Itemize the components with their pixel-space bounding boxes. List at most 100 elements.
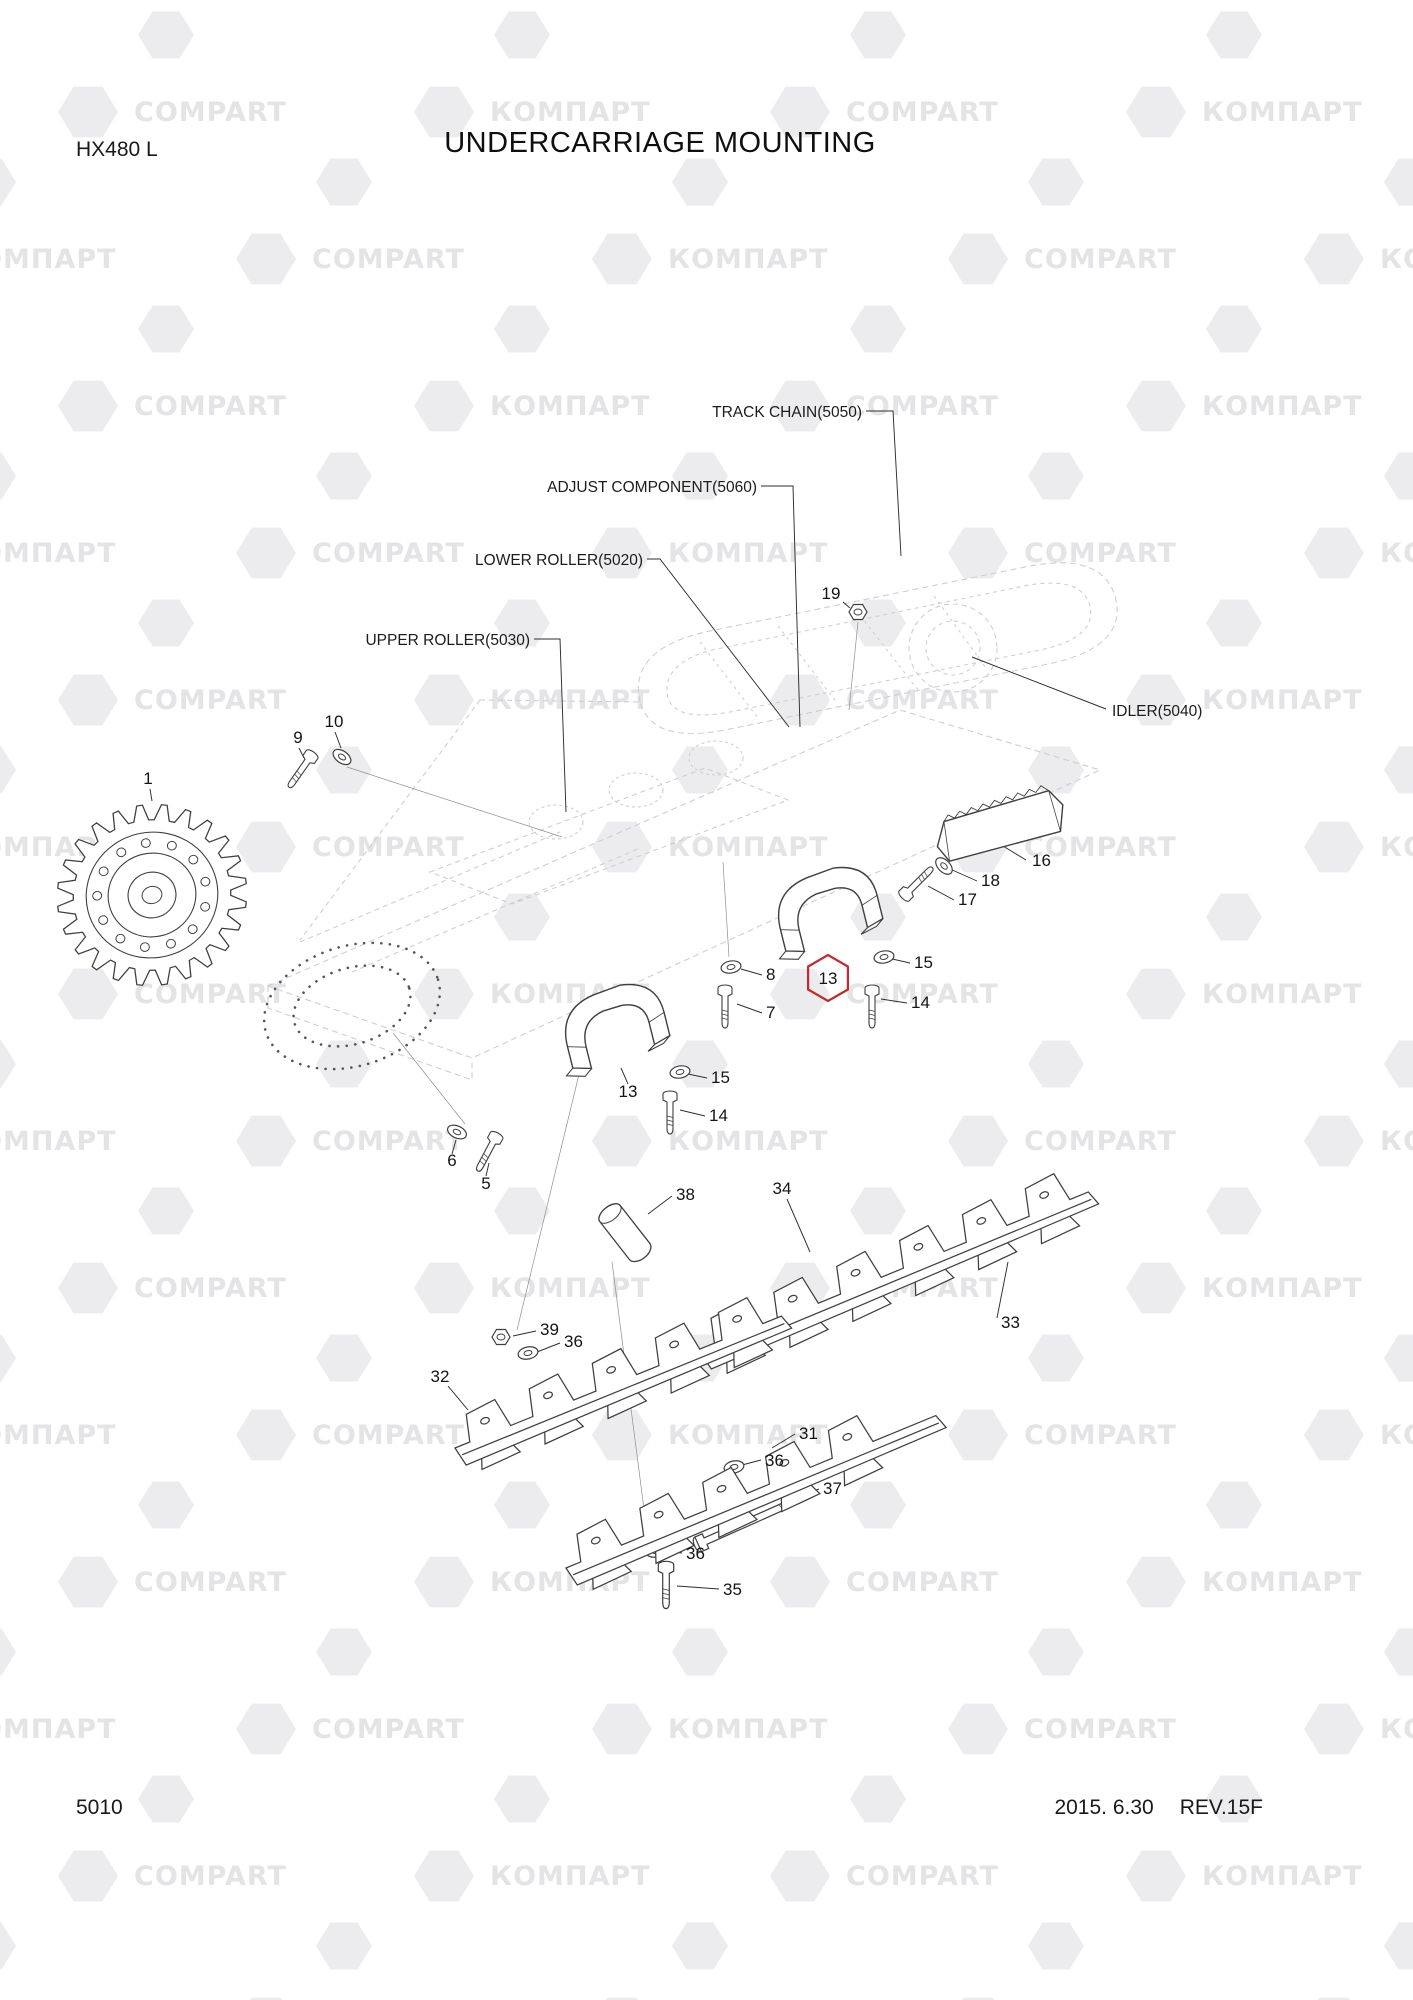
watermark-unit: КОМПАРТ [1304,232,1413,286]
watermark-text: КОМПАРТ [1202,1566,1363,1598]
watermark-unit: КОМПАРТ [592,1408,829,1462]
watermark-text: COMPART [846,684,999,716]
watermark-unit: КОМПАРТ [592,232,829,286]
watermark-unit: COMPART [948,1408,1177,1462]
part-number-36-b: 36 [765,1451,784,1470]
sprocket-bolt-hole [139,942,150,952]
watermark-unit: COMPART [236,232,465,286]
leader-lines [149,410,1107,1590]
watermark-unit: COMPART [236,1114,465,1168]
pin-part-38 [594,1199,656,1267]
watermark-text: КОМПАРТ [1202,1860,1363,1892]
watermark-text: КОМПАРТ [668,1713,829,1745]
watermark-unit: КОМПАРТ [1304,820,1413,874]
watermark-text: COMPART [312,1419,465,1451]
rail-segment [850,1268,861,1277]
callout-adjust-component: ADJUST COMPONENT(5060) [547,479,757,496]
watermark-hexagon-logo-icon [1304,1997,1364,2000]
part-number-13-highlighted[interactable]: 13 [819,969,838,988]
rail-segment [842,1433,853,1441]
watermark-text: COMPART [134,1566,287,1598]
part-number-34: 34 [773,1179,792,1198]
rail-segment [590,1536,601,1545]
watermark-unit: COMPART [948,232,1177,286]
watermark-unit: КОМПАРТ [1304,1702,1413,1756]
sprocket-bolt-hole [140,838,151,848]
watermark-text: КОМПАРТ [0,1713,117,1745]
watermark-unit: КОМПАРТ [1126,379,1363,433]
watermark-text: COMPART [134,390,287,422]
rail-segment [669,1340,680,1349]
watermark-text: КОМПАРТ [490,1860,651,1892]
parts-artwork [57,603,1100,1610]
watermark-text: COMPART [1024,1713,1177,1745]
rail-segment [653,1510,664,1519]
revision-date: 2015. 6.30 [1054,1796,1154,1819]
washer-part-10 [329,745,355,769]
rail-segment [716,1484,727,1493]
watermark-text: COMPART [312,1713,465,1745]
highlight-hexagon[interactable] [806,953,850,1003]
sprocket-bolt-hole [166,840,177,851]
part-number-14-b: 14 [709,1106,728,1125]
part-number-14-a: 14 [911,993,930,1012]
revision-code: REV.15F [1179,1796,1263,1819]
bolt-part-14-b [662,1090,678,1135]
nut-part-19 [848,603,868,621]
construction-lines [346,621,859,1541]
nut-part-39 [491,1328,511,1346]
watermark-unit: КОМПАРТ [414,379,651,433]
watermark-unit: COMPART [948,1702,1177,1756]
watermark-text: COMPART [134,684,287,716]
chassis-faint-outline [266,562,1118,1081]
watermark-unit: КОМПАРТ [592,1702,829,1756]
watermark-unit: КОМПАРТ [414,1261,651,1315]
callout-track-chain: TRACK CHAIN(5050) [712,404,862,421]
watermark-unit: COMPART [948,526,1177,580]
watermark-unit: КОМПАРТ [414,85,651,139]
part-number-36-c: 36 [686,1544,705,1563]
washer-part-6 [444,1121,470,1143]
bolt-part-17 [896,862,938,904]
part-number-32: 32 [431,1367,450,1386]
watermark-unit: КОМПАРТ [592,1114,829,1168]
rail-segment [606,1365,617,1374]
watermark-text: COMPART [1024,537,1177,569]
watermark-text: КОМПАРТ [1202,978,1363,1010]
part-number-labels: 19 9 10 1 16 18 17 15 14 8 7 15 13 14 6 … [143,584,1051,1599]
watermark-text: КОМПАРТ [668,1125,829,1157]
part-13-hotspot[interactable]: 13 [806,953,850,1003]
watermark-text: COMPART [846,1566,999,1598]
part-number-35: 35 [723,1580,742,1599]
sprocket-part-1 [57,804,247,986]
watermark-unit: КОМПАРТ [1304,1408,1413,1462]
washer-part-8 [719,958,743,976]
part-number-18: 18 [981,871,1000,890]
bolt-part-35 [657,1560,675,1610]
watermark-text: COMPART [1024,831,1177,863]
rail-segment [779,1458,790,1467]
watermark-text: КОМПАРТ [1380,831,1413,863]
watermark-unit: COMPART [58,673,287,727]
rail-segment [1039,1191,1050,1199]
callout-idler: IDLER(5040) [1112,703,1202,720]
rail-segment [480,1416,490,1425]
callout-lower-roller: LOWER ROLLER(5020) [475,552,643,569]
watermark-unit: COMPART [58,1261,287,1315]
part-number-37: 37 [823,1479,842,1498]
sprocket-bolt-hole [92,890,103,901]
part-number-17: 17 [958,890,977,909]
part-number-19: 19 [822,584,841,603]
watermark-unit: КОМПАРТ [1304,526,1413,580]
watermark-text: КОМПАРТ [668,243,829,275]
watermark-text: КОМПАРТ [1202,1272,1363,1304]
rail-segment [913,1242,924,1251]
track-guard-rail-33 [699,1172,1100,1375]
sprocket-bolt-hole [98,866,109,877]
sprocket-bolt-hole [98,915,109,925]
watermark-unit: КОМПАРТ [592,1996,829,2000]
sprocket-bolt-hole-rings [262,941,442,1071]
part-number-15-a: 15 [914,953,933,972]
watermark-text: КОМПАРТ [490,96,651,128]
